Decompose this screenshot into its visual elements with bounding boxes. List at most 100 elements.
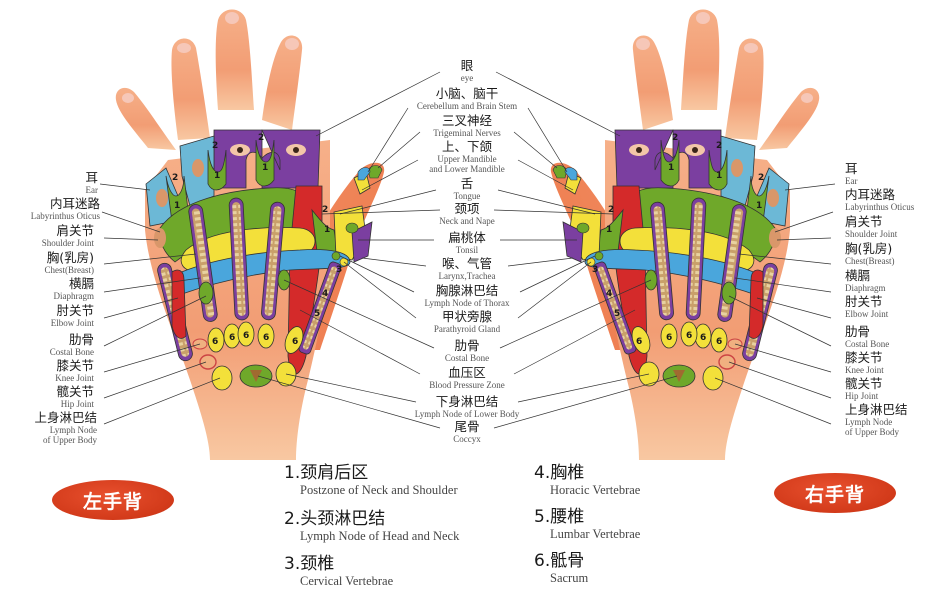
svg-text:1: 1 [262,163,268,173]
label-en: Costal Bone [845,338,890,349]
legend-en: Postzone of Neck and Shoulder [300,482,458,497]
svg-text:6: 6 [263,333,269,343]
label-en: Shoulder Joint [41,237,94,248]
legend-item-1: 1.颈肩后区 Postzone of Neck and Shoulder [284,464,458,498]
center-label-mandible: 上、下颌 Upper Mandible and Lower Mandible [429,139,505,174]
right-label-ear: 耳 Ear [845,161,858,186]
center-label-costal: 肋骨 Costal Bone [445,339,489,363]
legend-en: Horacic Vertebrae [550,482,641,497]
label-zh: 上身淋巴结 [34,410,97,425]
left-label-elbow: 肘关节 Elbow Joint [51,303,94,328]
left-label-knee: 膝关节 Knee Joint [55,358,94,383]
legend-zh: 5.腰椎 [534,507,585,527]
svg-text:2: 2 [212,141,218,151]
label-en: Ear [85,184,99,195]
label-en: Chest(Breast) [44,264,95,275]
label-zh: 甲状旁腺 [441,309,493,324]
label-zh: 膝关节 [56,358,94,373]
label-en: Cerebellum and Brain Stem [416,100,518,111]
leader-lines-right [714,183,836,425]
svg-text:4: 4 [322,289,328,299]
svg-text:6: 6 [700,333,706,343]
label-zh: 横膈 [68,276,94,291]
legend-zh: 4.胸椎 [534,463,585,483]
svg-text:2: 2 [258,133,264,143]
svg-text:1: 1 [756,201,762,211]
svg-text:1: 1 [716,171,722,181]
left-label-upper-lymph: 上身淋巴结 Lymph Node of Upper Body [34,410,97,445]
label-en: Diaphragm [845,282,886,293]
legend-en: Lumbar Vertebrae [550,526,641,541]
legend-en: Sacrum [550,570,589,585]
svg-text:6: 6 [243,331,249,341]
right-label-diaphragm: 横膈 Diaphragm [845,268,886,293]
label-en: Labyrinthus Oticus [845,201,915,212]
label-zh: 眼 [460,58,474,73]
label-zh: 三叉神经 [441,113,493,128]
label-en: Tonsil [455,244,479,255]
legend-item-6: 6.骶骨 Sacrum [534,552,588,586]
label-en: Trigeminal Nerves [433,127,501,138]
legend-zh: 6.骶骨 [534,551,585,571]
label-en: Tongue [453,190,481,201]
label-zh: 横膈 [845,268,871,283]
label-zh: 肩关节 [845,214,883,229]
label-zh: 喉、气管 [441,256,492,271]
svg-text:3: 3 [592,265,598,275]
label-zh: 上身淋巴结 [845,402,908,417]
svg-text:2: 2 [672,133,678,143]
label-en: Lymph Node of Thorax [424,297,510,308]
left-hand [115,8,385,461]
label-en: Upper Mandible [437,153,497,164]
center-label-eye: 眼 eye [460,58,474,83]
label-en-2: and Lower Mandible [429,163,505,174]
right-label-knee: 膝关节 Knee Joint [845,351,884,375]
label-en: Blood Pressure Zone [429,379,505,390]
label-zh: 耳 [85,170,98,185]
left-label-shoulder: 肩关节 Shoulder Joint [41,223,94,248]
svg-text:1: 1 [214,171,220,181]
left-label-ear: 耳 Ear [85,170,99,195]
svg-text:6: 6 [212,337,218,347]
label-en: Neck and Nape [439,215,495,226]
label-en: Lymph Node [49,424,97,435]
label-en: Ear [845,175,858,186]
right-label-costal: 肋骨 Costal Bone [845,324,890,349]
svg-text:2: 2 [608,205,614,215]
legend-en: Cervical Vertebrae [300,573,394,588]
label-en: Hip Joint [60,398,94,409]
legend-en: Lymph Node of Head and Neck [300,528,460,543]
svg-text:6: 6 [229,333,235,343]
legend-zh: 1.颈肩后区 [284,463,369,483]
label-en: eye [460,72,474,83]
center-label-thorax-lymph: 胸腺淋巴结 Lymph Node of Thorax [424,284,510,308]
svg-text:6: 6 [636,337,642,347]
label-en: Coccyx [453,433,481,444]
label-zh: 内耳迷路 [49,196,100,211]
center-label-coccyx: 尾骨 Coccyx [453,420,481,444]
label-zh: 髋关节 [56,384,94,399]
label-en: Knee Joint [845,364,884,375]
label-en: Hip Joint [845,390,879,401]
svg-text:3: 3 [336,265,342,275]
label-zh: 上、下颌 [441,139,493,154]
label-zh: 耳 [845,161,858,176]
right-label-hip: 髋关节 Hip Joint [845,377,883,401]
label-zh: 肘关节 [56,303,94,318]
label-en: Elbow Joint [845,308,889,319]
legend-item-2: 2.头颈淋巴结 Lymph Node of Head and Neck [284,510,459,544]
label-zh: 胸(乳房) [845,241,893,256]
left-label-chest: 胸(乳房) Chest(Breast) [44,251,95,275]
label-zh: 肩关节 [56,223,94,238]
label-zh: 肋骨 [845,324,871,339]
legend-zh: 3.颈椎 [284,554,335,574]
svg-text:2: 2 [716,141,722,151]
svg-text:6: 6 [292,337,298,347]
center-label-tonsil: 扁桃体 Tonsil [448,231,486,255]
right-label-labyrinthus: 内耳迷路 Labyrinthus Oticus [845,188,915,212]
svg-text:6: 6 [716,337,722,347]
right-label-upper-lymph: 上身淋巴结 Lymph Node of Upper Body [845,402,908,437]
